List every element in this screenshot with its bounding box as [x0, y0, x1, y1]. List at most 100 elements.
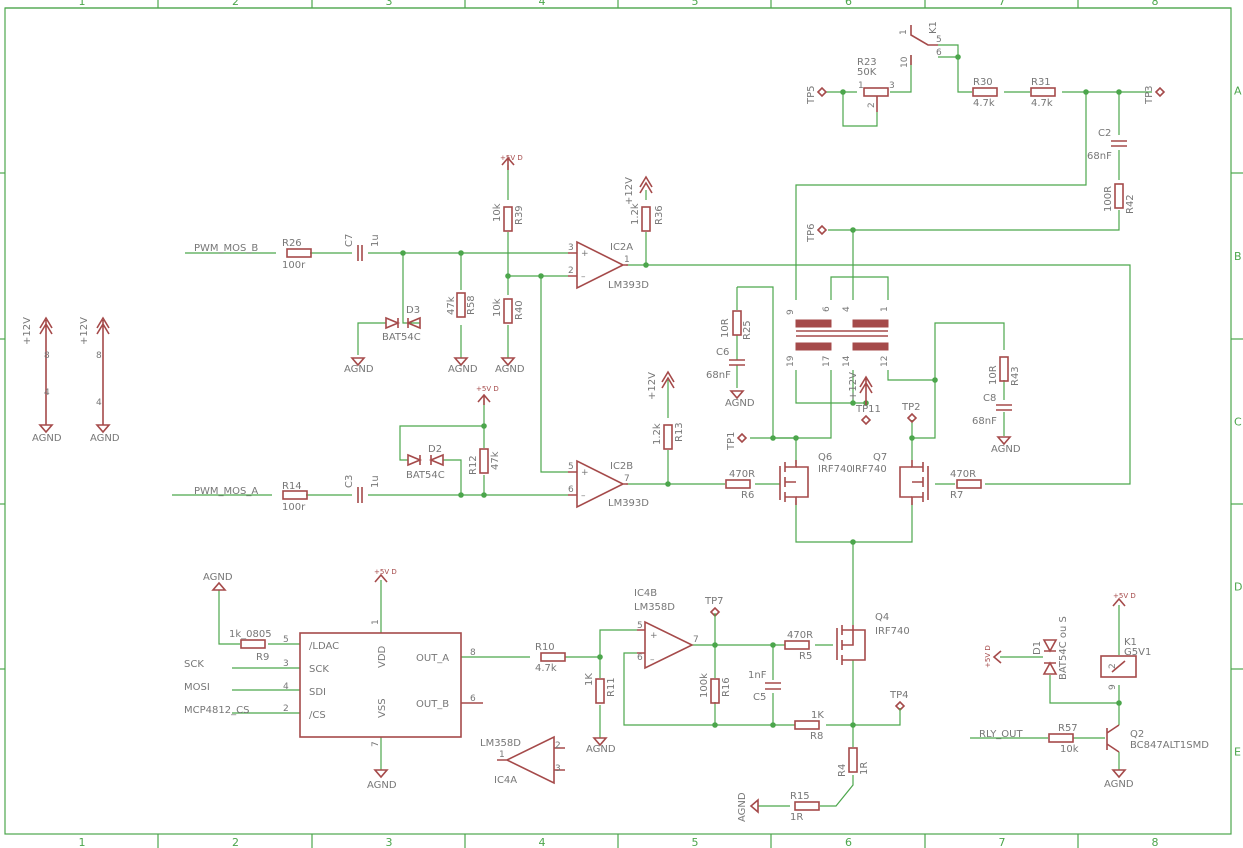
label: BC847ALT1SMD	[1130, 740, 1209, 751]
label: 68nF	[972, 416, 997, 427]
testpoint-tp3[interactable]: TP3	[1144, 85, 1166, 105]
net-label-sck: SCK	[184, 659, 204, 670]
resistor-r12[interactable]: R12 47k	[468, 448, 501, 475]
power-label: +12V	[79, 317, 90, 345]
opamp-ic4a[interactable]: 123 LM358D IC4A	[480, 735, 565, 786]
label: 1.2k	[630, 203, 641, 225]
label: +12V	[848, 372, 859, 400]
net-label-mosi: MOSI	[184, 682, 210, 693]
label: R16	[721, 677, 732, 697]
label: AGND	[1104, 779, 1134, 790]
label: R30	[973, 77, 993, 88]
resistor-r13[interactable]: 1.2k R13	[652, 422, 685, 450]
power-5v-r12: +5V D	[476, 385, 499, 405]
wires-power-stage	[736, 93, 1120, 625]
label: 12	[880, 356, 890, 367]
dac-chip[interactable]: 53 42 86 1 7 /LDAC SCK SDI /CS VDD VSS O…	[283, 619, 483, 747]
label: AGND	[725, 398, 755, 409]
label: 2	[568, 266, 574, 276]
opamp-ic2b[interactable]: 567 +– IC2B LM393D	[568, 459, 649, 509]
resistor-r25[interactable]: 10R R25	[720, 310, 753, 340]
resistor-r4[interactable]: R4 1R	[837, 747, 870, 777]
label: 100r	[282, 260, 306, 271]
capacitor-c6[interactable]: C6 68nF AGND	[706, 347, 755, 409]
wires-top	[826, 44, 1152, 180]
mosfet-q7[interactable]: Q7 IRF740	[852, 452, 929, 505]
resistor-r5[interactable]: 470R R5	[784, 630, 813, 662]
label: IC2B	[610, 461, 633, 472]
ic-power-2[interactable]: +12V 84 AGND	[79, 316, 120, 444]
label: IRF740	[818, 464, 853, 475]
row-label: D	[1234, 581, 1242, 594]
resistor-r16[interactable]: 100k R16	[699, 673, 732, 704]
resistor-r15[interactable]: R15 1R AGND	[737, 791, 820, 823]
resistor-r42[interactable]: 100R R42	[1103, 183, 1136, 214]
resistor-r6[interactable]: 470R R6	[725, 469, 755, 501]
ic-power-1[interactable]: +12V 84 AGND	[22, 316, 62, 444]
transformer[interactable]: 9 6 4 1 19 17 14 12	[786, 306, 890, 367]
resistor-r7[interactable]: 470R R7	[950, 469, 982, 501]
label: VDD	[377, 645, 388, 668]
resistor-r8[interactable]: 1K R8	[794, 710, 824, 742]
transistor-q2[interactable]: Q2 BC847ALT1SMD AGND	[1104, 724, 1209, 790]
resistor-r36[interactable]: 1.2k R36	[630, 203, 665, 232]
power-5v-d1: +5V D	[984, 645, 1002, 668]
resistor-r39[interactable]: 10k R39	[492, 203, 525, 232]
resistor-r14[interactable]: R14 100r	[282, 481, 308, 513]
resistor-r31[interactable]: R31 4.7k	[1030, 77, 1056, 109]
capacitor-c5[interactable]: 1nF C5	[748, 670, 781, 703]
testpoint-tp2[interactable]: TP2	[901, 402, 921, 424]
agnd-r9: AGND	[203, 572, 233, 591]
label: R58	[466, 295, 477, 315]
testpoint-tp7[interactable]: TP7	[704, 596, 724, 618]
label: 4.7k	[1031, 98, 1053, 109]
wires-channel-a	[172, 380, 780, 498]
row-label: E	[1234, 746, 1241, 759]
label: TP6	[806, 223, 817, 243]
resistor-r58[interactable]: 47k R58	[446, 292, 477, 318]
resistor-r57[interactable]: R57 10k	[1048, 723, 1079, 755]
testpoint-tp11[interactable]: TP11	[855, 404, 881, 426]
power-label: +12V	[22, 317, 33, 345]
diode-d3[interactable]: D3 BAT54C	[382, 305, 421, 343]
label: AGND	[737, 792, 748, 822]
diode-d2[interactable]: D2 BAT54C	[406, 444, 445, 481]
resistor-r43[interactable]: 10R R43	[988, 356, 1021, 386]
label: IC4B	[634, 588, 657, 599]
opamp-ic4b[interactable]: 567 +– IC4B LM358D	[634, 588, 699, 670]
resistor-r26[interactable]: R26 100r	[282, 238, 312, 271]
capacitor-c8[interactable]: C8 68nF AGND	[972, 393, 1021, 455]
opamp-ic2a[interactable]: 321 +– IC2A LM393D	[568, 240, 649, 291]
testpoint-tp1[interactable]: TP1	[726, 431, 748, 451]
label: R7	[950, 490, 963, 501]
label: 1	[858, 81, 864, 91]
resistor-r10[interactable]: R10 4.7k	[535, 642, 566, 674]
label: /CS	[309, 710, 326, 721]
resistor-r30[interactable]: R30 4.7k	[972, 77, 998, 109]
label: /LDAC	[309, 641, 339, 652]
label: –	[581, 491, 586, 501]
capacitor-c7[interactable]: C7 1u	[344, 234, 381, 261]
relay-k1-coil[interactable]: K1 G5V1 2 9	[1100, 637, 1151, 690]
label: 3	[568, 243, 574, 253]
label: R43	[1010, 366, 1021, 386]
mosfet-q6[interactable]: Q6 IRF740	[779, 452, 853, 505]
capacitor-c2[interactable]: C2 68nF	[1087, 128, 1127, 162]
resistor-r40[interactable]: 10k R40	[492, 298, 525, 324]
label: 1u	[370, 475, 381, 488]
label: +	[650, 631, 658, 641]
diode-d1[interactable]: D1 BAT54C ou S	[1032, 616, 1069, 680]
label: 1	[624, 255, 630, 265]
testpoint-tp5[interactable]: TP5	[806, 85, 828, 105]
relay-k1-contact[interactable]: 1 56 10 K1	[899, 21, 942, 68]
resistor-r9[interactable]: 1k_0805 R9	[229, 629, 272, 663]
capacitor-c3[interactable]: C3 1u	[344, 475, 381, 503]
label: 14	[842, 355, 852, 367]
testpoint-tp6[interactable]: TP6	[806, 223, 828, 243]
resistor-r11[interactable]: 1K R11 AGND	[584, 673, 617, 755]
label: C6	[716, 347, 729, 358]
testpoint-tp4[interactable]: TP4	[889, 690, 909, 712]
label: 2	[283, 704, 289, 714]
mosfet-q4[interactable]: Q4 IRF740	[836, 612, 910, 665]
